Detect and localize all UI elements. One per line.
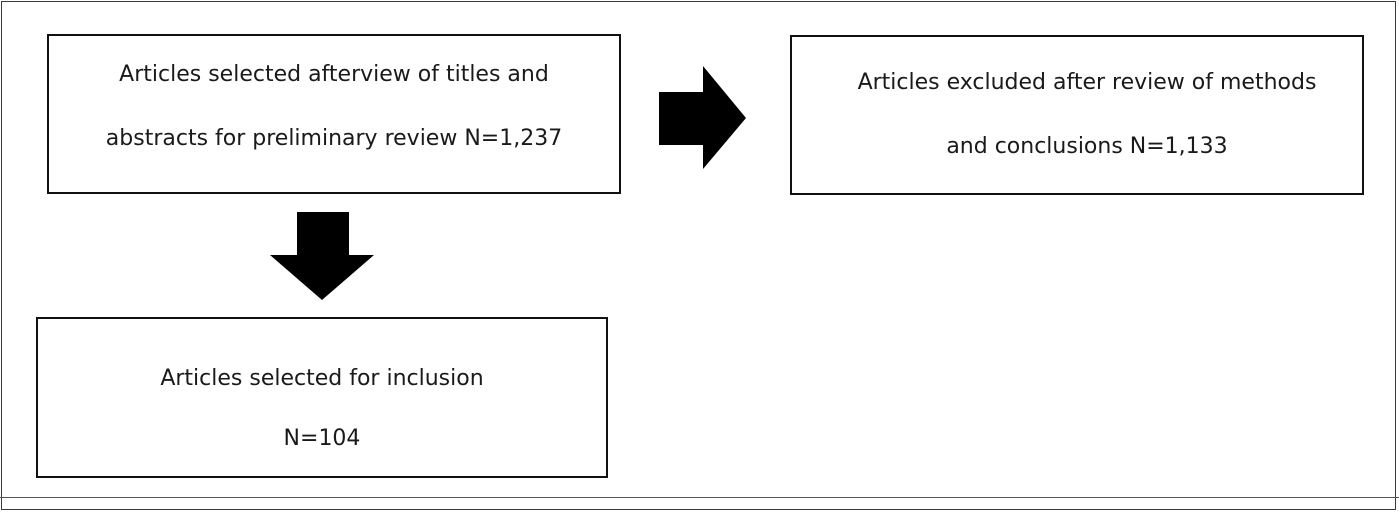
included-articles-text-line-1: Articles selected for inclusion [160,366,484,391]
screened-articles-box: Articles selected afterview of titles an… [47,34,621,194]
screened-articles-text-line-1: Articles selected afterview of titles an… [119,62,549,87]
bottom-divider [0,497,1399,498]
screened-articles-text-line-2: abstracts for preliminary review N=1,237 [105,126,563,151]
down-arrow-icon [270,212,374,300]
included-articles-box: Articles selected for inclusion N=104 [36,317,608,478]
excluded-articles-text-line-1: Articles excluded after review of method… [857,70,1317,95]
included-articles-text-line-2: N=104 [283,426,361,451]
excluded-articles-text-line-2: and conclusions N=1,133 [946,134,1228,159]
right-arrow-icon [659,66,746,169]
excluded-articles-box: Articles excluded after review of method… [790,35,1364,195]
